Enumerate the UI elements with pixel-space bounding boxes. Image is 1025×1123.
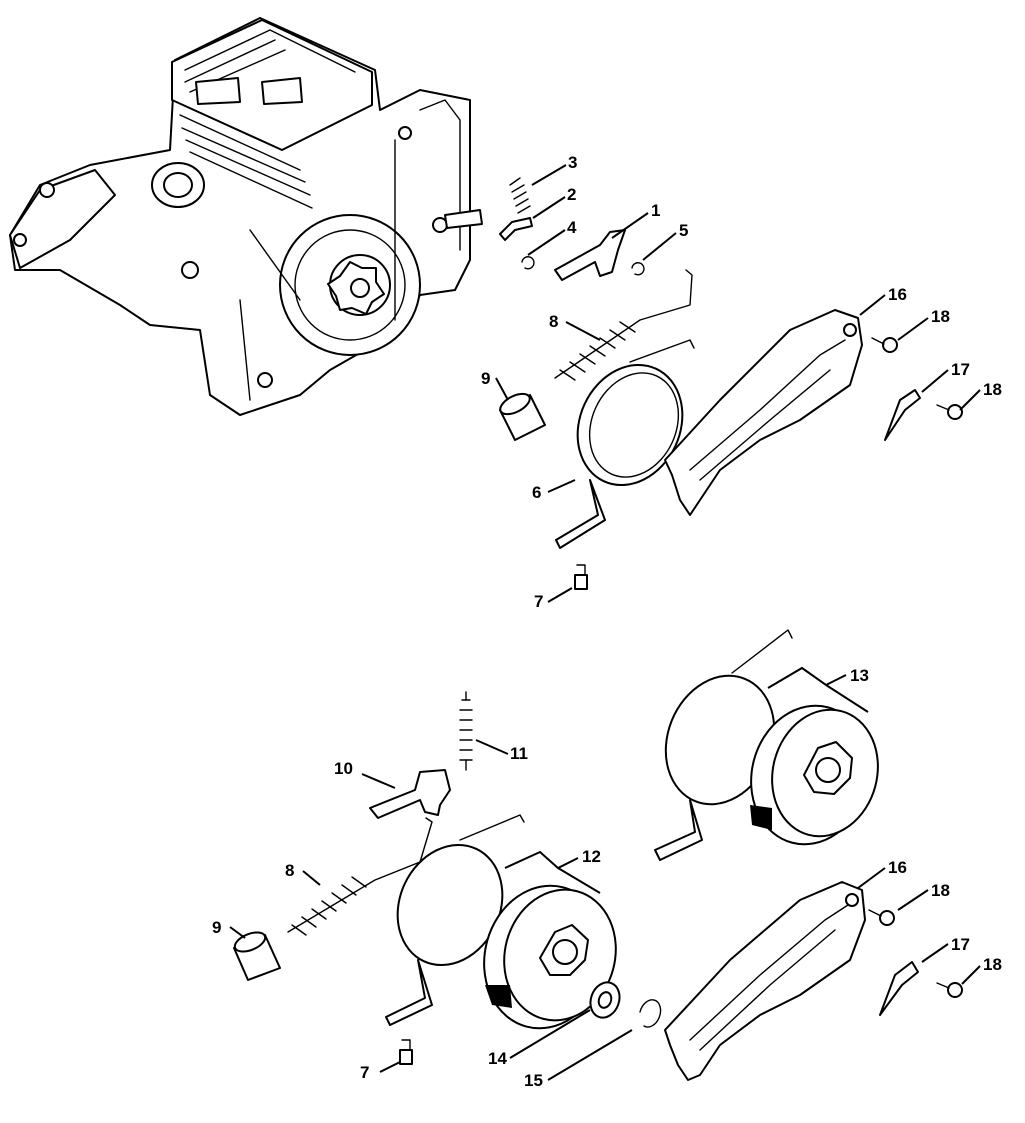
- leader-lines: [229, 164, 981, 1081]
- part-17-clip-top: [884, 389, 921, 441]
- callout-18d: 18: [983, 955, 1002, 974]
- callout-2: 2: [567, 185, 576, 204]
- callout-18c: 18: [931, 881, 950, 900]
- part-2-lever: [499, 217, 533, 241]
- part-17-clip-bottom: [879, 961, 919, 1016]
- part-18-screw-b: [936, 404, 963, 420]
- callout-10: 10: [334, 759, 353, 778]
- callout-7a: 7: [534, 592, 543, 611]
- callout-15: 15: [524, 1071, 543, 1090]
- part-9-sleeve-bottom: [233, 931, 281, 981]
- part-16-cover-bottom: [664, 881, 866, 1081]
- callout-12: 12: [582, 847, 601, 866]
- callout-18a: 18: [931, 307, 950, 326]
- part-15-circlip: [639, 999, 662, 1028]
- part-18-screw-c: [868, 909, 895, 926]
- part-6-brake-band: [555, 339, 695, 549]
- part-10-lever: [369, 769, 451, 819]
- callout-17b: 17: [951, 935, 970, 954]
- part-18-screw-a: [871, 337, 898, 353]
- callout-16b: 16: [888, 858, 907, 877]
- part-7-screw-bottom: [399, 1039, 413, 1065]
- part-16-cover-top: [664, 309, 863, 516]
- part-12-brake-band-drum: [385, 814, 617, 1030]
- callout-16a: 16: [888, 285, 907, 304]
- callout-9b: 9: [212, 918, 221, 937]
- callout-7b: 7: [360, 1063, 369, 1082]
- part-14-washer: [589, 981, 621, 1019]
- callout-8a: 8: [549, 312, 558, 331]
- part-3-spring: [509, 177, 531, 214]
- part-4-circlip: [521, 256, 535, 270]
- part-11-spring: [459, 691, 473, 771]
- callout-14: 14: [488, 1049, 507, 1068]
- part-7-screw-top: [574, 564, 588, 590]
- callout-17a: 17: [951, 360, 970, 379]
- part-1-lever: [554, 229, 626, 281]
- engine-assembly: [9, 17, 483, 416]
- callout-3: 3: [568, 153, 577, 172]
- callout-9a: 9: [481, 369, 490, 388]
- callout-11: 11: [510, 744, 528, 763]
- callout-18b: 18: [983, 380, 1002, 399]
- callout-1: 1: [651, 201, 660, 220]
- callout-6: 6: [532, 483, 541, 502]
- part-8-spring-top: [554, 269, 693, 381]
- part-5-circlip: [631, 262, 645, 276]
- callout-13: 13: [850, 666, 869, 685]
- callout-5: 5: [679, 221, 688, 240]
- part-9-sleeve-top: [499, 392, 546, 441]
- part-18-screw-d: [936, 982, 963, 998]
- callout-8b: 8: [285, 861, 294, 880]
- part-13-brake-band-drum: [654, 629, 879, 861]
- callout-4: 4: [567, 218, 577, 237]
